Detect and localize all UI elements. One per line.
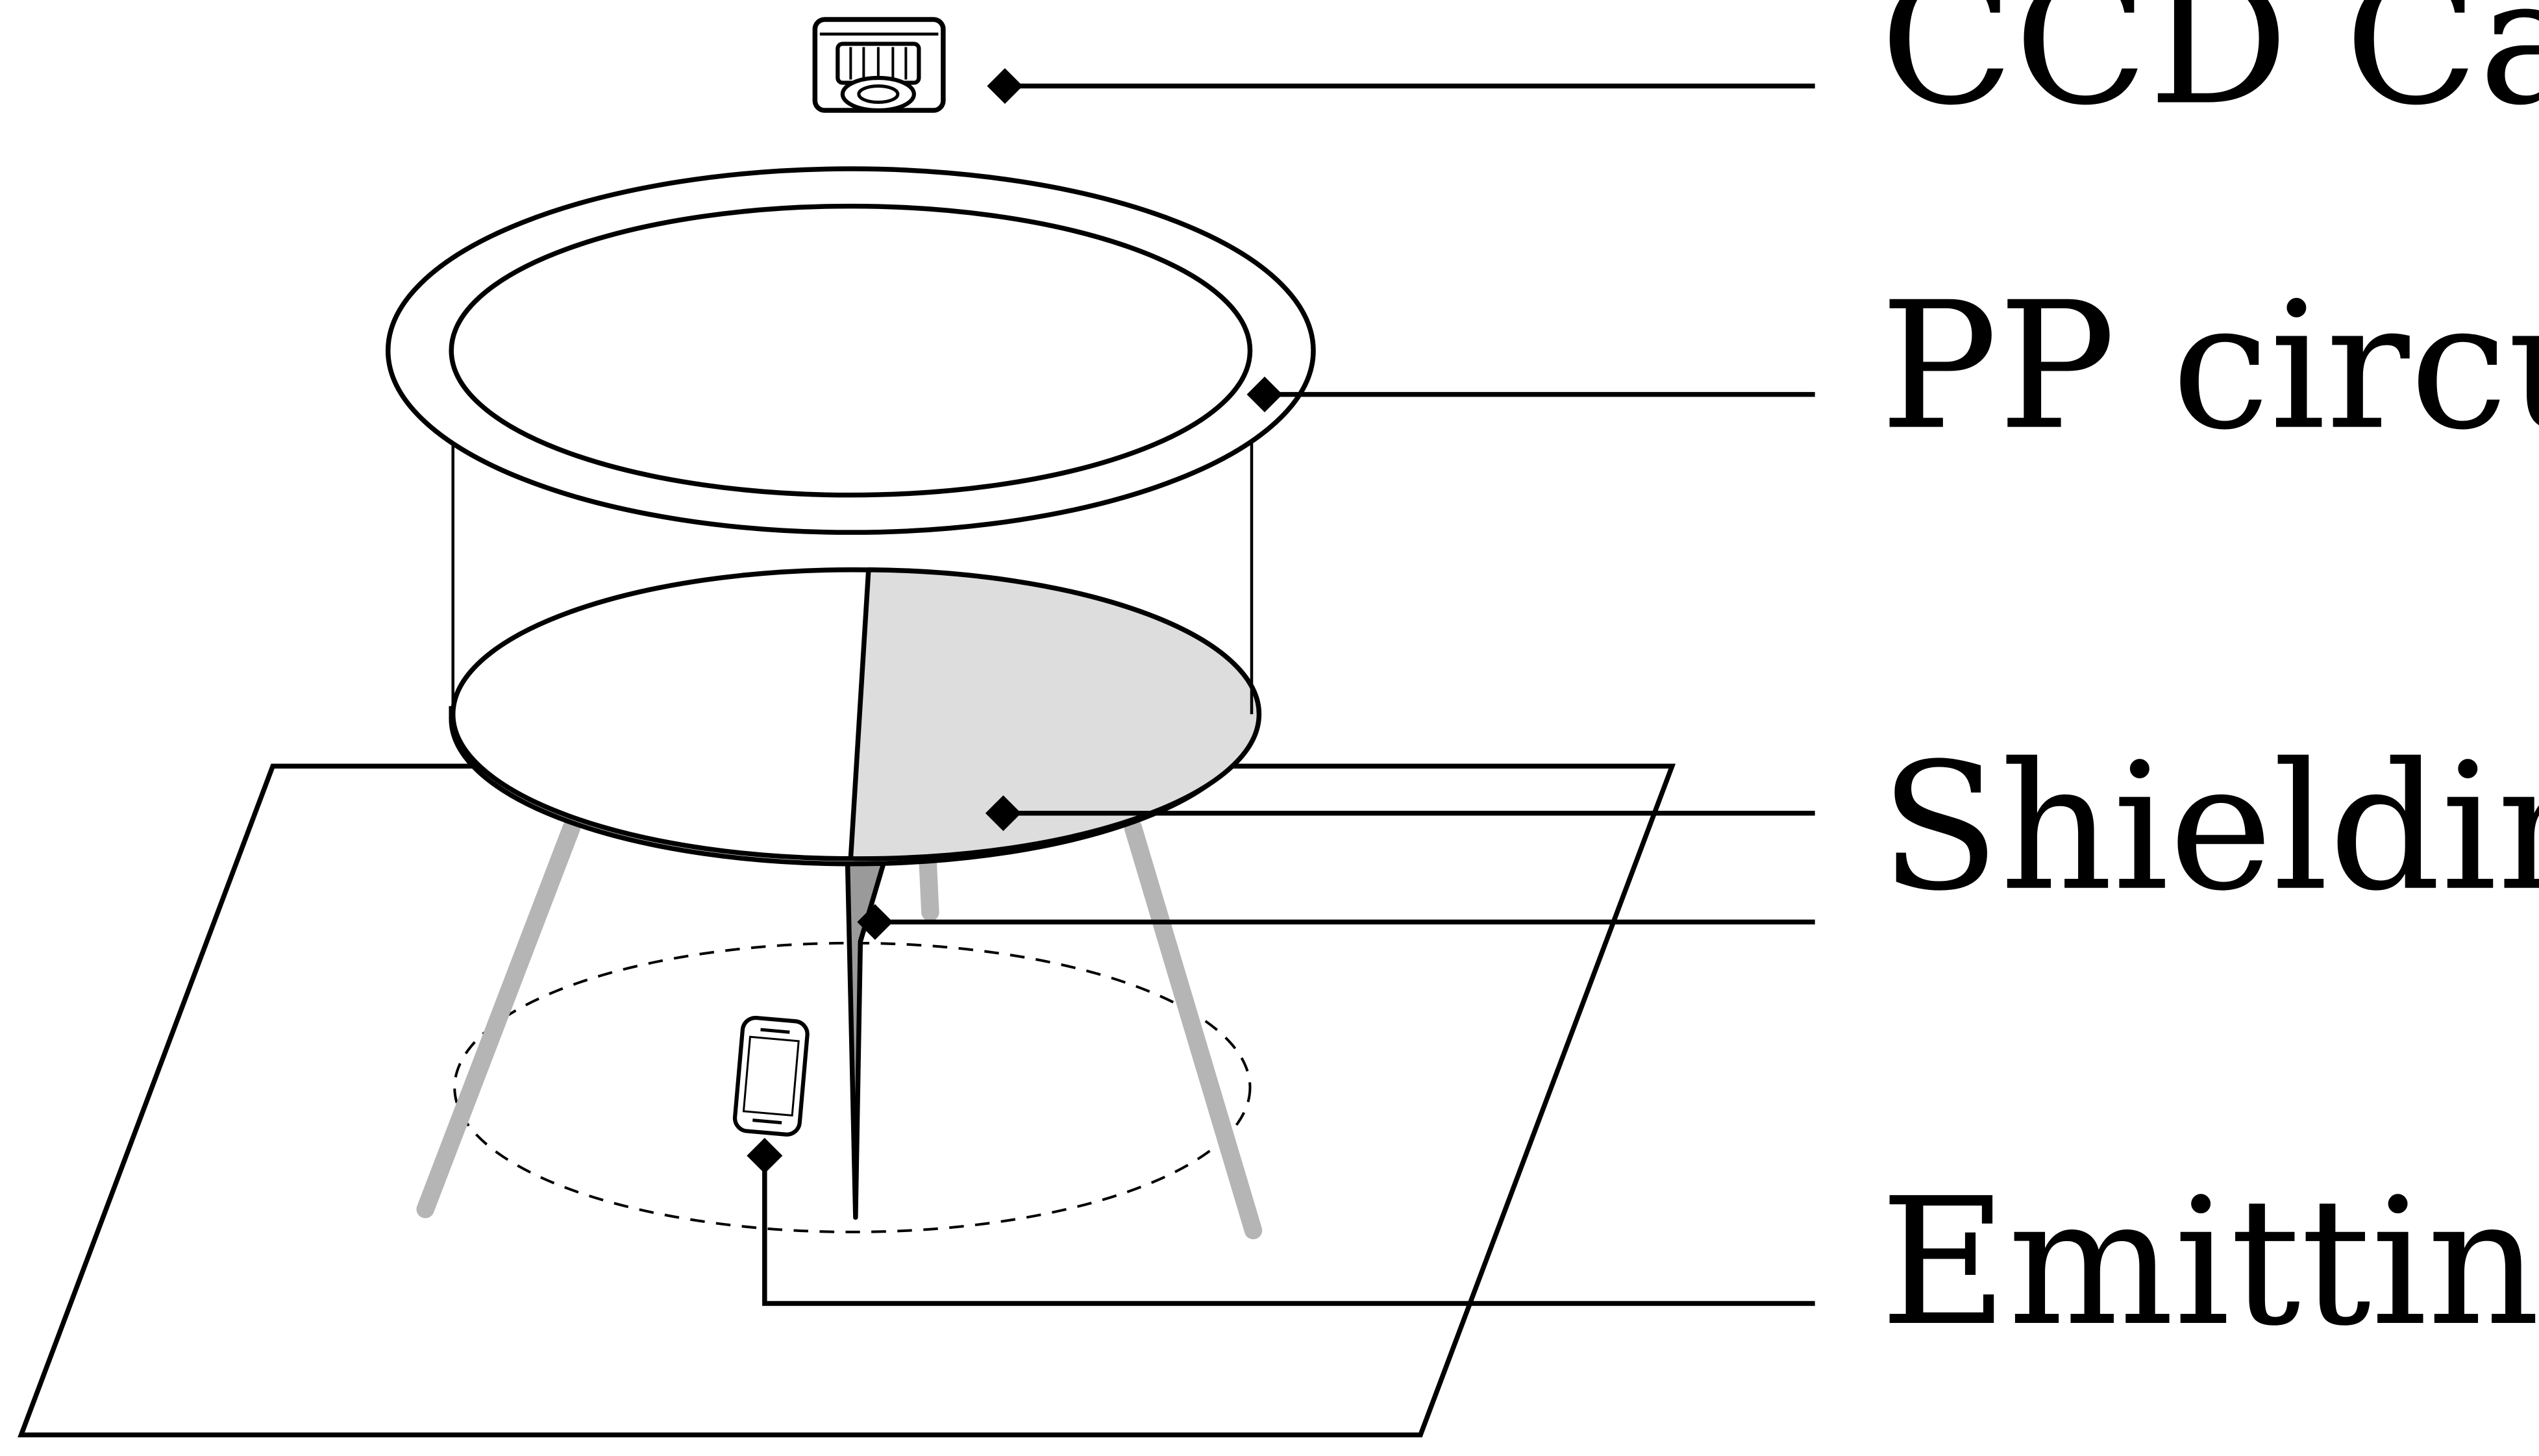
- leader-marker-icon: [857, 904, 893, 940]
- leader-lines: [762, 83, 1815, 1306]
- leader-marker-icon: [747, 1137, 783, 1174]
- label-emitting-cellphone: Emitting Cellphone: [1880, 1160, 2539, 1364]
- label-shielding-plates: Shielding plates: [1880, 725, 2539, 930]
- floor-dashed-ellipse: [453, 941, 1252, 1233]
- leader-marker-icon: [987, 68, 1023, 105]
- leader-marker-icon: [985, 795, 1021, 832]
- arena-inner-rim: [449, 203, 1253, 498]
- ccd-camera-icon: [812, 17, 946, 113]
- leader-line-cellphone: [762, 1155, 1815, 1306]
- cellphone-icon: [732, 1015, 810, 1137]
- label-ccd-camera: CCD Camera: [1880, 0, 2539, 144]
- table-leg-left: [416, 819, 581, 1218]
- horizontal-shielding-plate: [848, 567, 1262, 861]
- table-leg-right: [1124, 819, 1263, 1240]
- label-pp-circular-arena: PP circular arena: [1880, 264, 2539, 469]
